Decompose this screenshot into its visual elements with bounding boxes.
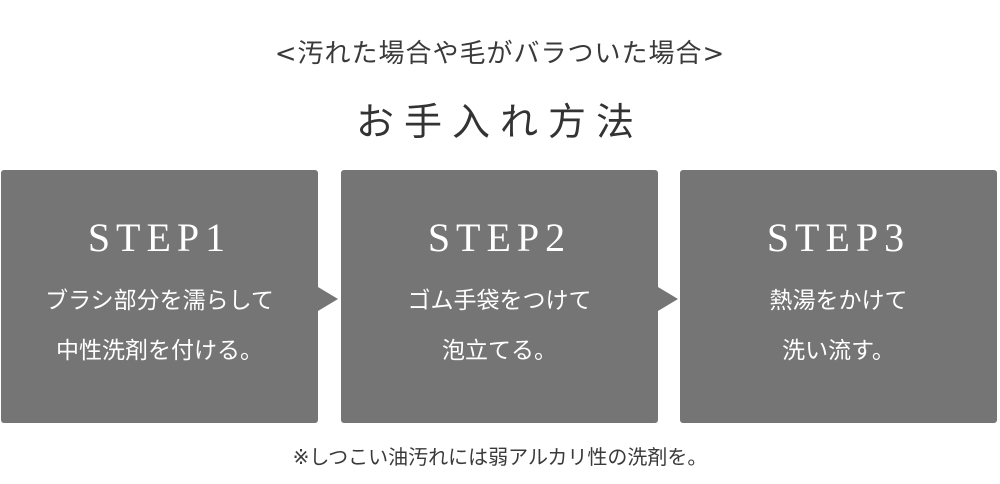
step-label: STEP1 (87, 215, 232, 260)
step-text-line2: 洗い流す。 (782, 338, 895, 364)
arrow-right-icon (318, 287, 338, 311)
step-card-3: STEP3 熱湯をかけて 洗い流す。 (680, 170, 997, 423)
step-text-line2: 泡立てる。 (442, 338, 557, 364)
step-text-line1: 熱湯をかけて (769, 288, 908, 314)
step-card-1: STEP1 ブラシ部分を濡らして 中性洗剤を付ける。 (1, 170, 318, 423)
step-text-line1: ゴム手袋をつけて (407, 288, 592, 314)
step-label: STEP2 (427, 215, 572, 260)
subtitle: <汚れた場合や毛がバラついた場合> (274, 39, 726, 69)
arrow-right-icon (658, 287, 678, 311)
footer-note: ※しつこい油汚れには弱アルカリ性の洗剤を。 (292, 445, 708, 469)
step-card-2: STEP2 ゴム手袋をつけて 泡立てる。 (341, 170, 658, 423)
step-label: STEP3 (766, 215, 911, 260)
page-title: お手入れ方法 (355, 100, 644, 144)
step-text-line2: 中性洗剤を付ける。 (56, 338, 263, 364)
step-text-line1: ブラシ部分を濡らして (45, 288, 274, 314)
